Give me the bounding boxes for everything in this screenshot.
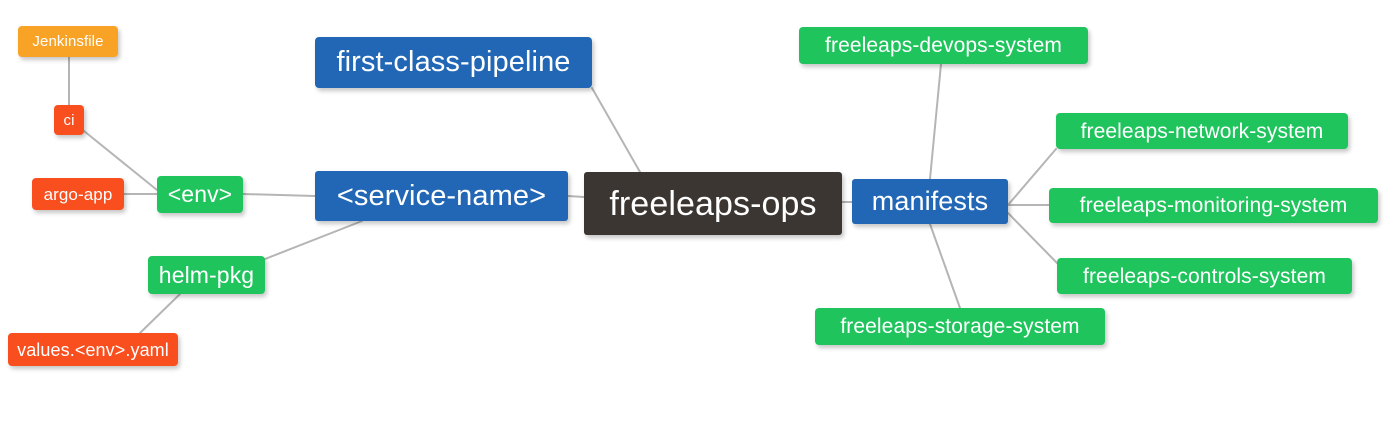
node-service-name[interactable]: <service-name> xyxy=(315,171,568,221)
node-label: first-class-pipeline xyxy=(336,46,571,78)
node-freeleaps-controls-system[interactable]: freeleaps-controls-system xyxy=(1057,258,1352,294)
node-freeleaps-ops[interactable]: freeleaps-ops xyxy=(584,172,842,235)
node-label: argo-app xyxy=(43,184,113,204)
node-freeleaps-monitoring-system[interactable]: freeleaps-monitoring-system xyxy=(1049,188,1378,223)
edge-helm-pkg-to-values-env-yaml xyxy=(139,293,181,334)
node-manifests[interactable]: manifests xyxy=(852,179,1008,224)
node-values-env-yaml[interactable]: values.<env>.yaml xyxy=(8,333,178,366)
node-label: freeleaps-storage-system xyxy=(840,315,1080,338)
node-label: <env> xyxy=(167,181,233,207)
node-freeleaps-devops-system[interactable]: freeleaps-devops-system xyxy=(799,27,1088,64)
node-ci[interactable]: ci xyxy=(54,105,84,135)
node-label: freeleaps-monitoring-system xyxy=(1079,194,1348,217)
node-label: <service-name> xyxy=(336,179,547,212)
edge-manifests-to-freeleaps-network-system xyxy=(1007,148,1057,206)
edge-freeleaps-ops-to-first-class-pipeline xyxy=(591,87,641,173)
node-argo-app[interactable]: argo-app xyxy=(32,178,124,210)
node-label: freeleaps-ops xyxy=(609,184,817,223)
node-freeleaps-network-system[interactable]: freeleaps-network-system xyxy=(1056,113,1348,149)
node-label: ci xyxy=(63,111,75,129)
edge-manifests-to-freeleaps-devops-system xyxy=(929,63,942,180)
node-env[interactable]: <env> xyxy=(157,176,243,213)
node-helm-pkg[interactable]: helm-pkg xyxy=(148,256,265,294)
edge-freeleaps-ops-to-service-name xyxy=(567,195,585,198)
edge-manifests-to-freeleaps-storage-system xyxy=(929,223,961,309)
node-label: Jenkinsfile xyxy=(32,33,104,50)
node-label: freeleaps-devops-system xyxy=(825,34,1062,57)
edge-manifests-to-freeleaps-controls-system xyxy=(1007,212,1058,264)
node-label: manifests xyxy=(871,186,989,216)
edge-env-to-ci xyxy=(83,130,158,191)
node-label: freeleaps-controls-system xyxy=(1083,264,1326,288)
edge-service-name-to-env xyxy=(242,193,316,197)
node-jenkinsfile[interactable]: Jenkinsfile xyxy=(18,26,118,57)
edge-service-name-to-helm-pkg xyxy=(264,220,363,260)
node-label: helm-pkg xyxy=(158,261,255,288)
node-first-class-pipeline[interactable]: first-class-pipeline xyxy=(315,37,592,88)
node-label: freeleaps-network-system xyxy=(1080,119,1324,143)
node-label: values.<env>.yaml xyxy=(17,339,169,360)
node-freeleaps-storage-system[interactable]: freeleaps-storage-system xyxy=(815,308,1105,345)
